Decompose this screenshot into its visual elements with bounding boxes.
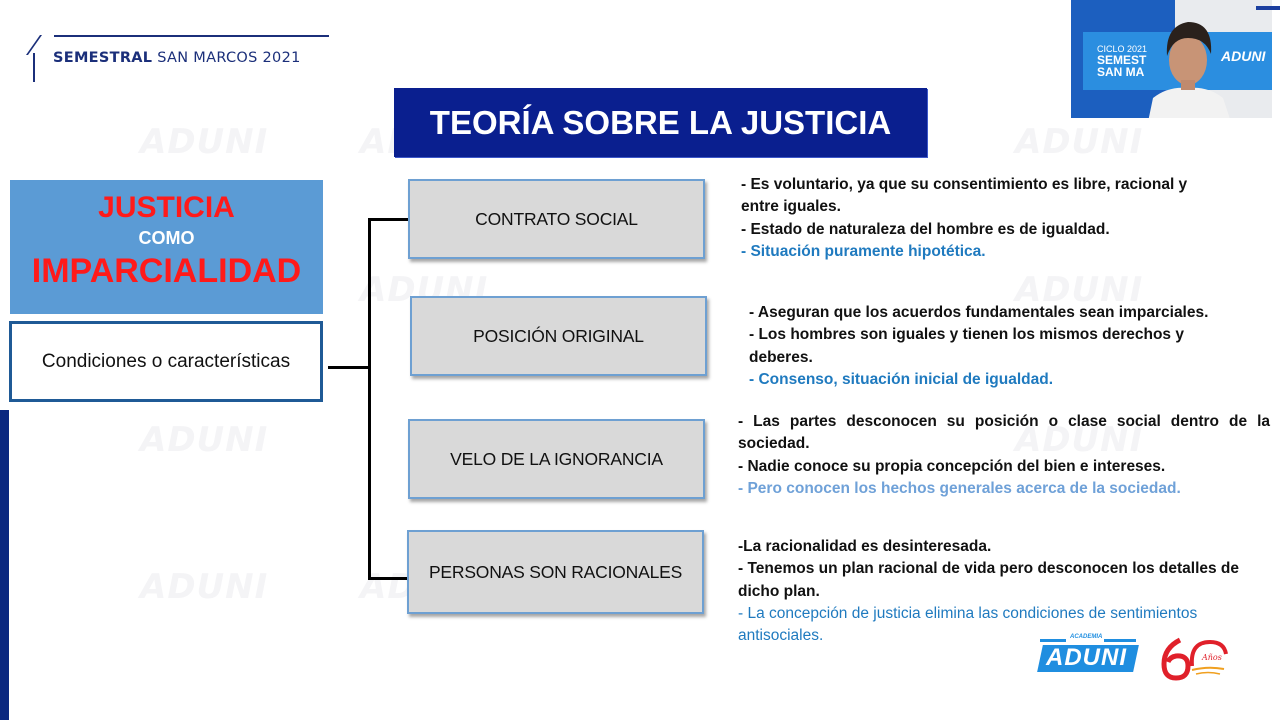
watermark-logo: ADUNI xyxy=(140,567,269,607)
description-point: -La racionalidad es desinteresada. xyxy=(738,538,992,555)
logo-bar xyxy=(1104,639,1136,642)
webcam-banner-line: SEMEST xyxy=(1097,53,1147,67)
conditions-box: Condiciones o características xyxy=(9,321,323,402)
node-personas-racionales: PERSONAS SON RACIONALES xyxy=(407,530,704,614)
aduni-logo: ACADEMIA ADUNI xyxy=(1037,634,1139,672)
description-point: - La concepción de justicia elimina las … xyxy=(738,604,1198,645)
svg-text:Años: Años xyxy=(1201,653,1222,662)
watermark-logo: ADUNI xyxy=(1015,122,1144,162)
topic-line-3: IMPARCIALIDAD xyxy=(31,252,302,290)
watermark-logo: ADUNI xyxy=(140,122,269,162)
left-accent-bar xyxy=(0,410,9,720)
node-posicion-original: POSICIÓN ORIGINAL xyxy=(410,296,707,376)
description-velo-ignorancia: - Las partes desconocen su posición o cl… xyxy=(738,411,1270,500)
header-title-rest: SAN MARCOS 2021 xyxy=(152,50,301,66)
webcam-brand: ADUNI xyxy=(1221,48,1266,64)
node-velo-ignorancia: VELO DE LA IGNORANCIA xyxy=(408,419,705,499)
header-rule-vertical xyxy=(33,53,35,82)
logo-bar xyxy=(1040,639,1066,642)
logo-word: ADUNI xyxy=(1046,644,1127,671)
watermark-logo: ADUNI xyxy=(1015,270,1144,310)
description-point: - Nadie conoce su propia concepción del … xyxy=(738,457,1166,475)
node-label: VELO DE LA IGNORANCIA xyxy=(450,448,663,469)
description-personas-racionales: -La racionalidad es desinteresada. - Ten… xyxy=(738,536,1263,647)
description-point: - Consenso, situación inicial de igualda… xyxy=(749,370,1054,388)
description-point: - Las partes desconocen su posición o cl… xyxy=(738,413,1270,453)
description-point: - Los hombres son iguales y tienen los m… xyxy=(749,326,1184,366)
header-title-bold: SEMESTRAL xyxy=(53,50,153,66)
connector-line xyxy=(328,366,370,369)
header-rule xyxy=(54,35,329,37)
presenter-person-icon xyxy=(1148,22,1230,118)
conditions-label: Condiciones o características xyxy=(41,350,291,372)
webcam-ciclo-text: CICLO 2021 xyxy=(1097,44,1148,54)
node-label: POSICIÓN ORIGINAL xyxy=(473,325,644,346)
webcam-banner-line: SAN MA xyxy=(1097,65,1145,79)
sixty-years-logo-icon: Años xyxy=(1161,637,1228,681)
description-point: - Situación puramente hipotética. xyxy=(741,242,986,260)
connector-branch xyxy=(368,577,408,580)
topic-line-2: COMO xyxy=(138,228,195,248)
description-posicion-original: - Aseguran que los acuerdos fundamentale… xyxy=(749,302,1229,391)
header-title: SEMESTRAL SAN MARCOS 2021 xyxy=(53,50,301,66)
topic-box: JUSTICIA COMO IMPARCIALIDAD xyxy=(10,180,323,314)
topic-line-1: JUSTICIA xyxy=(98,191,235,224)
description-contrato-social: - Es voluntario, ya que su consentimient… xyxy=(741,174,1201,263)
description-point: - Tenemos un plan racional de vida pero … xyxy=(738,560,1240,600)
top-right-decoration xyxy=(1256,6,1280,10)
description-point: - Pero conocen los hechos generales acer… xyxy=(738,479,1181,497)
connector-branch xyxy=(368,218,408,221)
node-contrato-social: CONTRATO SOCIAL xyxy=(408,179,705,259)
slide-title: TEORÍA SOBRE LA JUSTICIA xyxy=(394,88,927,157)
node-label: PERSONAS SON RACIONALES xyxy=(428,561,683,582)
watermark-logo: ADUNI xyxy=(1015,420,1144,460)
description-point: - Estado de naturaleza del hombre es de … xyxy=(741,220,1110,238)
description-point: - Es voluntario, ya que su consentimient… xyxy=(741,176,1188,216)
watermark-logo: ADUNI xyxy=(140,420,269,460)
connector-trunk xyxy=(368,218,371,579)
description-point: - Aseguran que los acuerdos fundamentale… xyxy=(749,304,1209,321)
logo-academia-text: ACADEMIA xyxy=(1070,634,1103,640)
node-label: CONTRATO SOCIAL xyxy=(475,208,638,229)
slide-title-text: TEORÍA SOBRE LA JUSTICIA xyxy=(429,103,892,141)
header-rule-slant xyxy=(25,35,42,55)
